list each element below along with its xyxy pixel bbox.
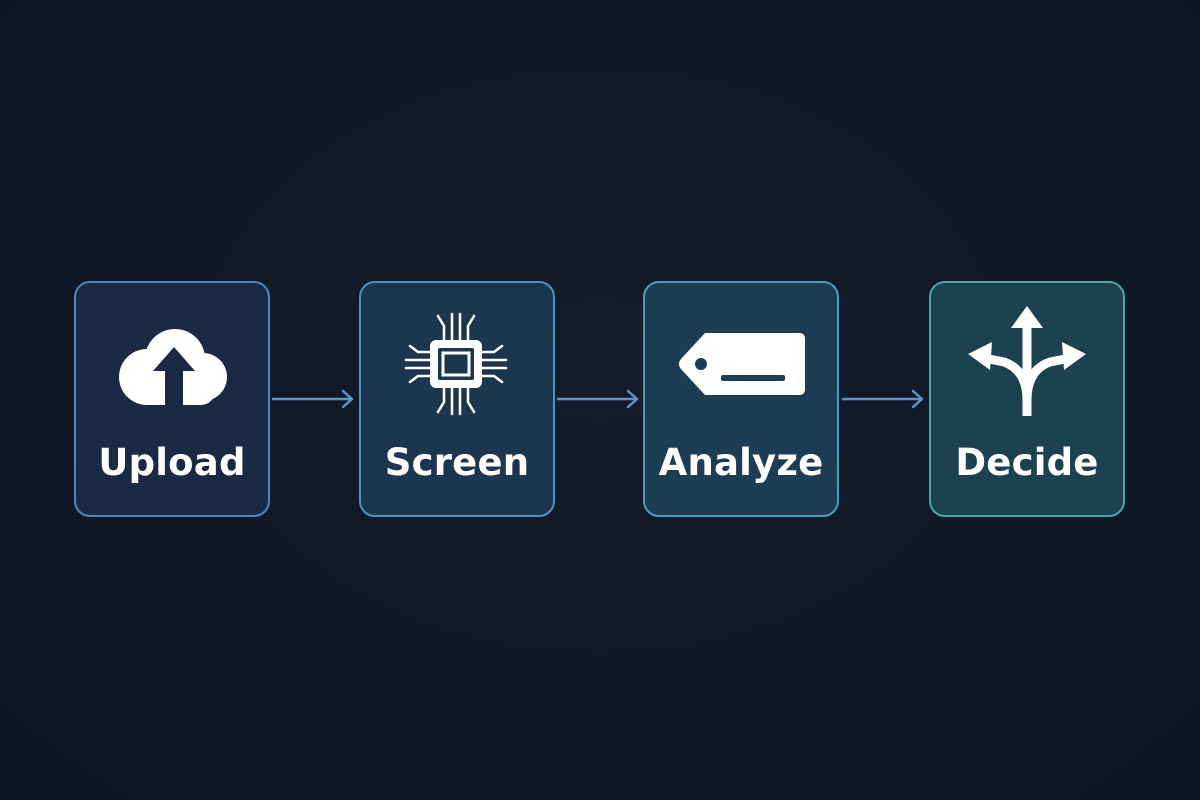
arrow-right-icon: [842, 389, 924, 409]
step-label: Screen: [384, 441, 530, 484]
tag-icon: [645, 309, 837, 419]
step-analyze: Analyze: [643, 281, 839, 517]
step-upload: Upload: [74, 281, 270, 517]
arrow-right-icon: [557, 389, 639, 409]
step-screen: Screen: [359, 281, 555, 517]
chip-icon: [361, 309, 553, 419]
step-label: Decide: [955, 441, 1099, 484]
cloud-upload-icon: [76, 309, 268, 419]
split-arrows-icon: [931, 306, 1123, 419]
step-decide: Decide: [929, 281, 1125, 517]
step-label: Upload: [98, 441, 246, 484]
step-label: Analyze: [658, 441, 824, 484]
arrow-right-icon: [272, 389, 354, 409]
